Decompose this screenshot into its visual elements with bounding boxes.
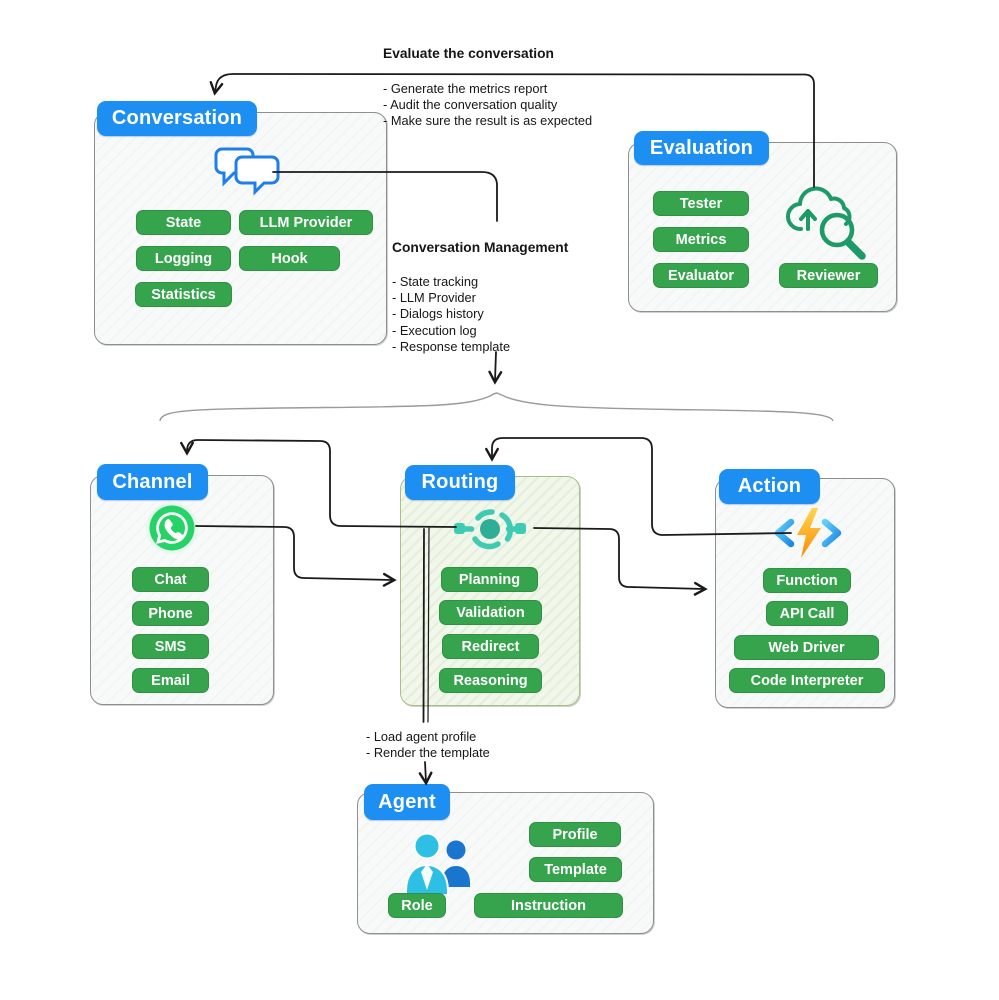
- pill-state: State: [136, 210, 231, 235]
- pill-template: Template: [529, 857, 622, 882]
- management-note-title: Conversation Management: [392, 240, 569, 255]
- conversation-box: Conversation State LLM Provider Logging …: [94, 101, 387, 345]
- pill-statistics: Statistics: [135, 282, 232, 307]
- brace-connector: [159, 392, 834, 422]
- pill-instruction: Instruction: [474, 893, 623, 918]
- action-box: Action Function API Call Web Driver Code…: [715, 469, 895, 708]
- evaluation-title: Evaluation: [634, 131, 769, 165]
- pill-validation: Validation: [439, 600, 542, 625]
- pill-logging: Logging: [136, 246, 231, 271]
- management-item: - Dialogs history: [392, 306, 484, 322]
- agent-note-item: - Load agent profile: [366, 729, 477, 744]
- whatsapp-icon: [146, 502, 198, 554]
- management-item: - Execution log: [392, 322, 477, 338]
- management-note: Conversation Management: [392, 240, 568, 258]
- evaluate-item: - Generate the metrics report: [383, 81, 548, 96]
- management-item: - State tracking: [392, 274, 479, 289]
- pill-phone: Phone: [132, 601, 209, 626]
- agent-box: Agent Profile Template Role Instruction: [357, 784, 654, 934]
- pill-evaluator: Evaluator: [653, 263, 749, 288]
- channel-title: Channel: [97, 464, 208, 500]
- pill-reviewer: Reviewer: [779, 263, 878, 288]
- pill-role: Role: [388, 893, 446, 918]
- pill-sms: SMS: [132, 634, 209, 659]
- pill-hook: Hook: [239, 246, 340, 271]
- cloud-search-icon: [786, 186, 866, 260]
- pill-api-call: API Call: [766, 601, 848, 626]
- chat-bubbles-icon: [214, 147, 280, 196]
- pill-reasoning: Reasoning: [439, 668, 542, 693]
- management-note-items: - State tracking - LLM Provider - Dialog…: [392, 274, 510, 355]
- pill-redirect: Redirect: [442, 634, 539, 659]
- pill-metrics: Metrics: [653, 227, 749, 252]
- pill-tester: Tester: [653, 191, 749, 216]
- pill-planning: Planning: [441, 567, 538, 592]
- evaluation-box: Evaluation Tester Metrics Evaluator Revi…: [628, 131, 897, 312]
- evaluate-note-title: Evaluate the conversation: [383, 46, 554, 61]
- agent-note-item: - Render the template: [366, 744, 490, 760]
- routing-box: Routing Planning Validation Redirect Rea…: [400, 465, 580, 706]
- arrow-management-to-brace: [488, 351, 503, 385]
- evaluate-note: Evaluate the conversation: [383, 46, 554, 64]
- pill-llm-provider: LLM Provider: [239, 210, 373, 235]
- arrow-note-to-agent: [418, 761, 433, 786]
- evaluate-note-items: - Generate the metrics report - Audit th…: [383, 81, 592, 129]
- evaluate-item: - Audit the conversation quality: [383, 96, 558, 112]
- lightning-code-icon: [774, 508, 842, 558]
- action-title: Action: [719, 469, 820, 504]
- agent-title: Agent: [364, 784, 450, 820]
- channel-box: Channel Chat Phone SMS Email: [90, 464, 274, 705]
- conversation-title: Conversation: [97, 101, 257, 136]
- pill-profile: Profile: [529, 822, 621, 847]
- routing-title: Routing: [405, 465, 515, 500]
- pill-chat: Chat: [132, 567, 209, 592]
- pill-email: Email: [132, 668, 209, 693]
- management-item: - LLM Provider: [392, 290, 476, 306]
- management-item: - Response template: [392, 338, 511, 354]
- evaluate-item: - Make sure the result is as expected: [383, 112, 593, 128]
- pill-web-driver: Web Driver: [734, 635, 879, 660]
- people-icon: [405, 832, 470, 896]
- agent-note-items: - Load agent profile - Render the templa…: [366, 729, 490, 761]
- router-hub-icon: [454, 509, 526, 550]
- pill-function: Function: [763, 568, 851, 593]
- pill-code-interpreter: Code Interpreter: [729, 668, 885, 693]
